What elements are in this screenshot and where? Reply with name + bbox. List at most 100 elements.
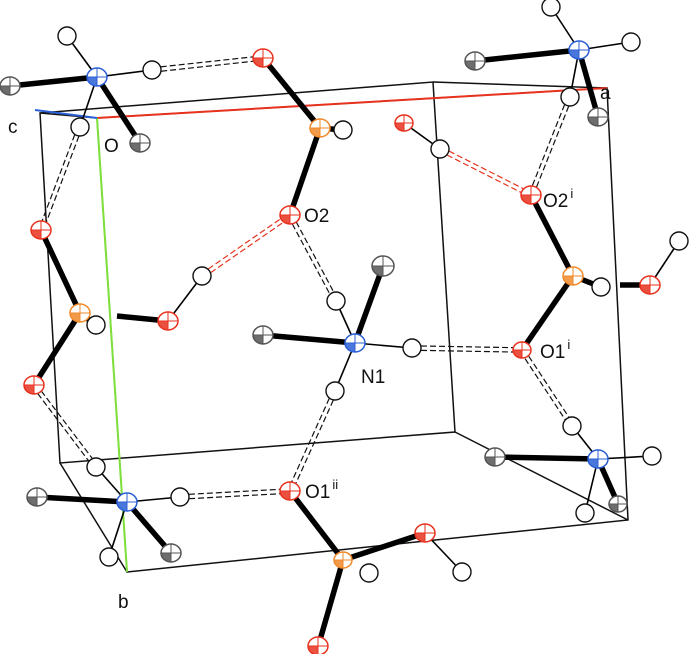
atom-octant-shading <box>280 215 290 224</box>
hydrogen-atom <box>70 117 90 137</box>
hydrogen-atom <box>452 562 472 582</box>
axis-c-line <box>34 109 98 119</box>
bond-heavy <box>31 311 83 387</box>
axis-label-b: b <box>118 592 129 613</box>
methyl-carbon-atom <box>160 543 182 563</box>
cell-edge <box>454 431 629 521</box>
hydrogen-bond <box>287 389 334 491</box>
hydrogen-atom <box>669 231 689 251</box>
hydrogen-bond <box>411 349 522 353</box>
atom-octant-shading <box>253 335 263 344</box>
nitrogen-atom <box>587 449 609 469</box>
atom-octant-shading <box>310 128 320 137</box>
atom-ellipsoid <box>99 547 119 567</box>
hydrogen-bond <box>35 383 99 467</box>
atom-octant-shading <box>415 533 425 542</box>
oxygen-atom <box>512 341 532 359</box>
hydrogen-bond <box>179 488 290 496</box>
atom-octant-shading <box>253 58 263 67</box>
hydrogen-bond <box>528 95 569 195</box>
atom-octant-shading <box>372 266 383 276</box>
atom-octant-shading <box>485 457 495 466</box>
nitrogen-atom <box>344 333 366 353</box>
methyl-carbon-atom <box>371 255 395 277</box>
atom-octant-shading <box>569 50 579 59</box>
bond-heavy <box>36 494 128 505</box>
hydrogen-atom <box>99 547 119 567</box>
hydrogen-bond-highlighted <box>438 150 531 198</box>
origin-label: O <box>104 136 119 157</box>
atom-octant-shading <box>161 553 171 562</box>
hydrogen-atom <box>86 315 106 335</box>
hydrogen-bond <box>180 492 291 500</box>
atom-octant-shading <box>609 504 618 512</box>
nitrogen-atom <box>86 67 108 87</box>
atom-ellipsoid <box>575 503 595 523</box>
atom-octant-shading <box>130 143 140 152</box>
atom-ellipsoid <box>591 277 611 297</box>
hydrogen-bond <box>31 385 95 469</box>
hydrogen-bond <box>152 59 264 73</box>
atom-octant-shading <box>87 77 97 86</box>
cell-back-face <box>39 81 456 464</box>
methyl-carbon-atom <box>129 133 151 153</box>
oxygen-atom <box>23 375 45 395</box>
symmetry-code-superscript: i <box>570 186 573 201</box>
bond-heavy <box>9 74 98 89</box>
bond-heavy <box>352 265 386 344</box>
hydrogen-bond <box>287 215 335 303</box>
methyl-carbon-atom <box>484 447 506 467</box>
atom-octant-shading <box>465 61 475 70</box>
nitrogen-atom <box>568 40 590 60</box>
hydrogen-atom <box>359 563 379 583</box>
atom-ellipsoid <box>192 266 212 286</box>
atom-ellipsoid <box>560 87 580 107</box>
hydrogen-atom <box>192 266 212 286</box>
bond-heavy <box>576 49 601 118</box>
labels: a b c O <box>8 83 611 613</box>
hydrogen-bond <box>38 126 79 230</box>
atom-octant-shading <box>521 195 531 204</box>
hydrogen-atom <box>575 503 595 523</box>
hydrogen-atom <box>430 139 450 159</box>
hydrogen-atom <box>326 291 346 311</box>
methyl-carbon-atom <box>608 495 628 513</box>
hydrogen-bond <box>291 213 339 301</box>
bond-heavy <box>38 228 83 315</box>
atom-ellipsoid <box>452 562 472 582</box>
hydrogen-atom <box>402 338 422 358</box>
hydrogen-atom <box>621 32 641 52</box>
hydrogen-atom <box>591 277 611 297</box>
methyl-carbon-atom <box>26 487 48 507</box>
bond-heavy <box>124 500 174 555</box>
hydrogen-atom <box>170 487 190 507</box>
hydrogen-bond-highlighted <box>202 216 292 279</box>
bond-heavy <box>287 489 346 562</box>
hydrogen-bond <box>151 55 263 69</box>
atom-octant-shading <box>588 459 598 468</box>
oxygen-atom <box>30 220 52 240</box>
oxygen-atom <box>157 311 179 331</box>
bond-heavy <box>287 127 323 216</box>
hydrogen-atom <box>333 120 353 140</box>
atom-octant-shading <box>640 285 650 294</box>
atom-octant-shading <box>513 350 522 358</box>
oxygen-atom <box>252 48 274 68</box>
methyl-carbon-atom <box>587 107 609 127</box>
carbon-atom <box>309 118 331 138</box>
atom-octant-shading <box>27 497 37 506</box>
atom-ellipsoid <box>359 563 379 583</box>
bond-heavy <box>494 454 599 462</box>
atom-octant-shading <box>117 502 127 511</box>
atom-ellipsoid <box>170 487 190 507</box>
atom-ellipsoid <box>86 315 106 335</box>
hydrogen-bond <box>523 348 575 426</box>
methyl-carbon-atom <box>464 51 486 71</box>
atom-octant-shading <box>24 385 34 394</box>
bond-heavy <box>94 75 143 145</box>
symmetry-code-superscript: i <box>567 337 570 352</box>
